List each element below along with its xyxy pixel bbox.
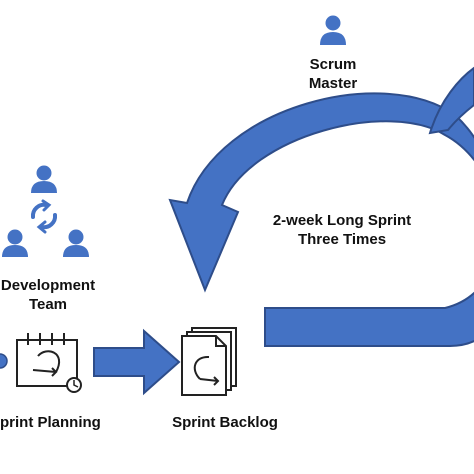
sprint-loop-label-line1: 2-week Long Sprint bbox=[272, 212, 412, 229]
right-arrow-icon bbox=[93, 328, 181, 396]
left-process-marker bbox=[0, 353, 8, 369]
team-member-icon bbox=[2, 229, 28, 257]
team-member-icon bbox=[63, 229, 89, 257]
sprint-loop-label: 2-week Long Sprint Three Times bbox=[246, 211, 438, 249]
sprint-loop-label-line2: Three Times bbox=[297, 231, 387, 248]
development-team-label-line1: Development bbox=[0, 277, 96, 294]
sprint-backlog-label: Sprint Backlog bbox=[172, 414, 278, 431]
scrum-master-label-line2: Master bbox=[308, 75, 358, 92]
team-member-icon bbox=[31, 165, 57, 193]
sprint-planning-label: print Planning bbox=[0, 414, 101, 431]
development-team-label: Development Team bbox=[0, 276, 104, 314]
clock-icon bbox=[66, 377, 82, 393]
scrum-master-label-line1: Scrum bbox=[309, 56, 357, 73]
sprint-planning-calendar-icon bbox=[16, 333, 78, 387]
sprint-cycle-arrow-icon bbox=[168, 66, 474, 347]
sprint-backlog-documents-icon bbox=[181, 327, 237, 396]
scrum-master-person-icon bbox=[320, 15, 346, 45]
development-team-label-line2: Team bbox=[28, 296, 68, 313]
cycle-arrows-icon bbox=[30, 199, 58, 234]
scrum-master-label: Scrum Master bbox=[293, 55, 373, 93]
